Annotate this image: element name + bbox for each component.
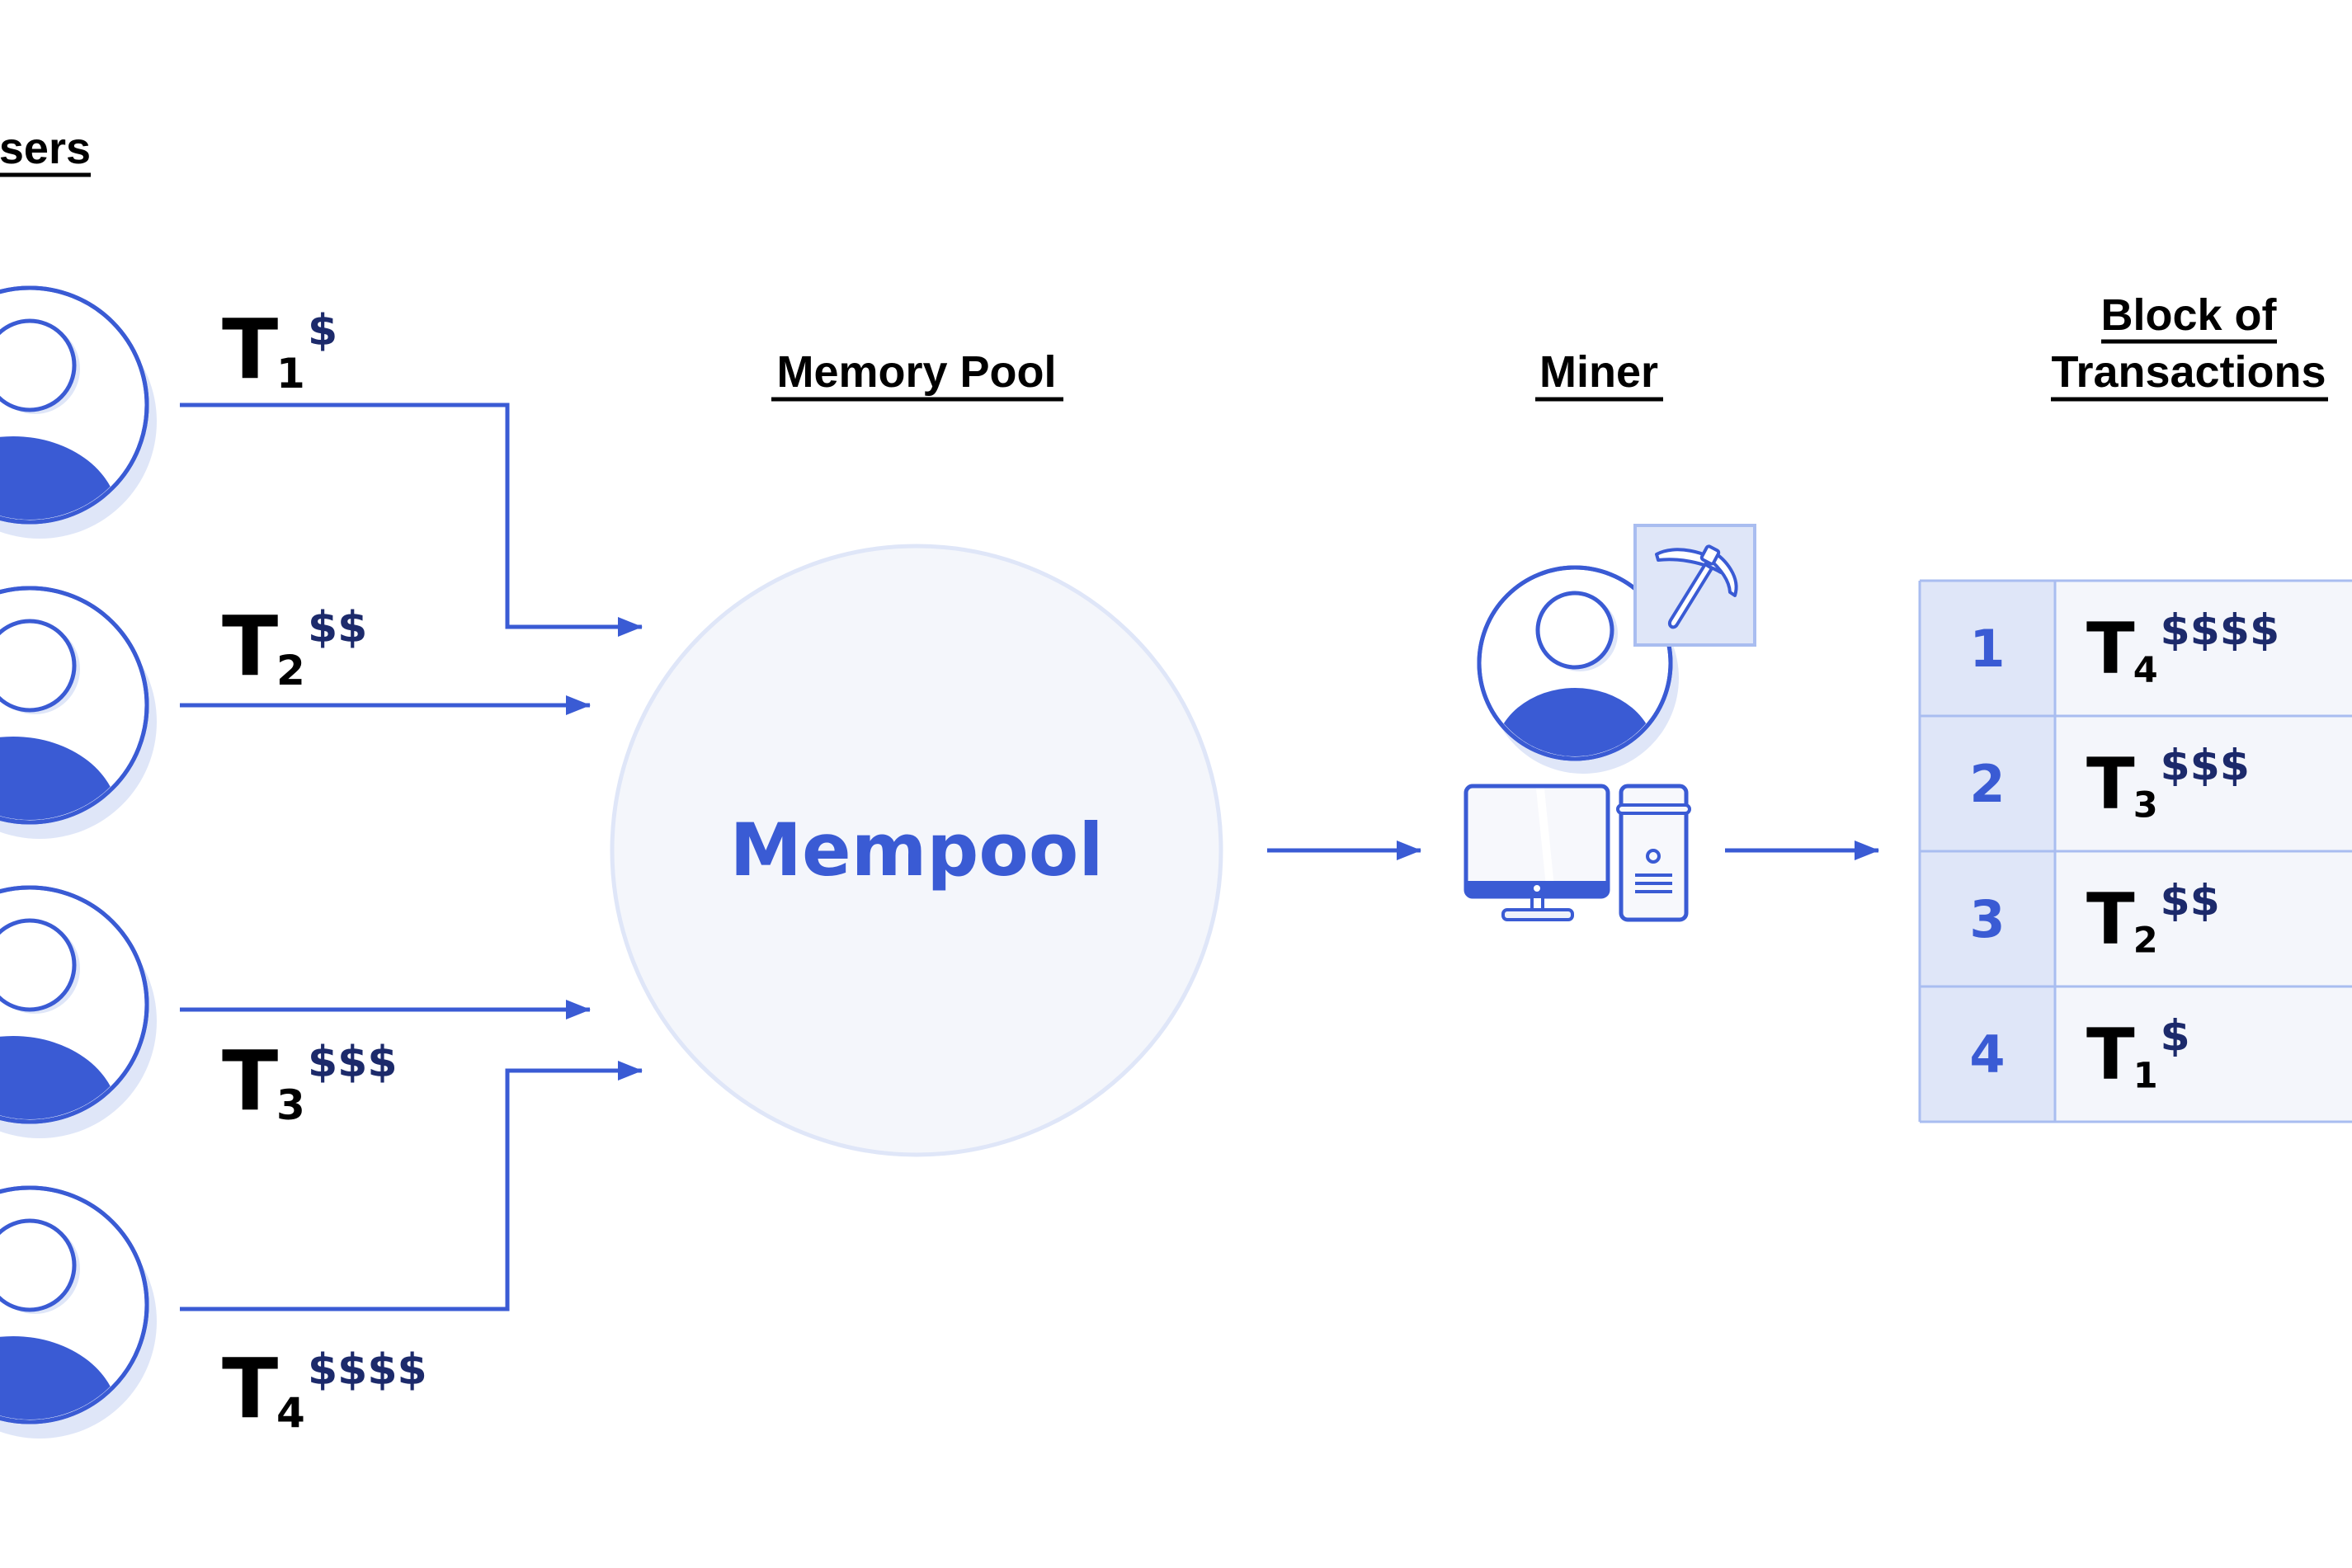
tx-index: 4: [2133, 649, 2158, 690]
users-heading: Users: [0, 124, 91, 177]
tx-fee: $$$: [308, 1038, 398, 1087]
user-to-mempool-connectors: [180, 403, 643, 1311]
miner-heading: Miner: [1535, 347, 1663, 402]
pickaxe-icon: [1633, 524, 1756, 647]
rank-cell: [1920, 581, 2055, 716]
tx-fee: $$$$: [308, 1345, 427, 1395]
tx-letter: T: [222, 1033, 278, 1129]
rank-number: 4: [1969, 1024, 2005, 1085]
block-heading-line2: Transactions: [2051, 347, 2326, 397]
transaction-label: T3$$$: [2086, 742, 2250, 826]
block-heading: Block of Transactions: [2051, 290, 2328, 402]
tx-letter: T: [222, 598, 278, 695]
transaction-label: T2$$: [222, 598, 367, 695]
mempool-node: Mempool: [610, 544, 1223, 1157]
transaction-label: T3$$$: [222, 1033, 398, 1129]
tx-fee: $: [308, 306, 337, 356]
tx-cell: [2055, 581, 2352, 716]
tx-letter: T: [222, 301, 278, 398]
user-icon: [0, 586, 157, 839]
connector-t4: [180, 1061, 643, 1311]
rank-number: 1: [1969, 619, 2005, 679]
users-column: T1$T2$$T3$$$T4$$$$: [0, 285, 427, 1439]
memory-pool-heading-label: Memory Pool: [776, 347, 1056, 397]
rank-number: 2: [1969, 754, 2005, 814]
tx-fee: $$: [308, 603, 367, 652]
transaction-label: T4$$$$: [222, 1340, 427, 1437]
tx-cell: [2055, 851, 2352, 986]
block-table-row: 3 T2$$: [1920, 851, 2352, 986]
user-node: T3$$$: [0, 885, 398, 1138]
transaction-label: T1$: [2086, 1012, 2190, 1097]
tx-letter: T: [2086, 1014, 2135, 1096]
mempool-label: Mempool: [729, 808, 1103, 892]
user-icon: [0, 1185, 157, 1439]
block-table-row: 1 T4$$$$: [1920, 581, 2352, 716]
tx-index: 2: [276, 647, 305, 695]
memory-pool-heading: Memory Pool: [771, 347, 1063, 402]
transaction-label: T4$$$$: [2086, 606, 2279, 691]
user-node: T1$: [0, 285, 337, 539]
block-table-row: 2 T3$$$: [1920, 716, 2352, 851]
user-icon: [0, 885, 157, 1138]
rank-cell: [1920, 716, 2055, 851]
tx-index: 1: [2133, 1055, 2158, 1096]
tx-fee: $$$$: [2160, 606, 2279, 656]
miner-heading-label: Miner: [1539, 347, 1658, 397]
tx-fee: $$$: [2160, 742, 2250, 791]
tx-letter: T: [2086, 608, 2135, 690]
block-heading-line1: Block of: [2100, 290, 2277, 340]
rank-cell: [1920, 986, 2055, 1122]
tx-cell: [2055, 716, 2352, 851]
tx-index: 3: [2133, 784, 2158, 826]
connector-t1: [180, 403, 643, 637]
user-node: T2$$: [0, 586, 367, 839]
tx-index: 1: [276, 350, 305, 398]
computer-tower-icon: [1616, 784, 1691, 922]
transaction-label: T1$: [222, 301, 337, 398]
tx-index: 3: [276, 1081, 305, 1129]
user-node: T4$$$$: [0, 1185, 427, 1439]
tx-letter: T: [2086, 878, 2135, 961]
users-heading-label: Users: [0, 124, 91, 173]
mempool-circle: [610, 544, 1223, 1157]
block-table-grid: [1918, 579, 2352, 1123]
tx-index: 2: [2133, 920, 2158, 961]
tx-letter: T: [222, 1340, 278, 1437]
rank-number: 3: [1969, 889, 2005, 949]
miner-node: [1464, 524, 1756, 922]
tx-index: 4: [276, 1389, 305, 1437]
monitor-icon: [1464, 784, 1610, 921]
tx-fee: $: [2160, 1012, 2189, 1062]
transaction-label: T2$$: [2086, 877, 2220, 962]
tx-cell: [2055, 986, 2352, 1122]
block-table-row: 4 T1$: [1920, 986, 2352, 1122]
miner-avatar-icon: [1477, 565, 1679, 774]
tx-fee: $$: [2160, 877, 2219, 926]
user-icon: [0, 285, 157, 539]
rank-cell: [1920, 851, 2055, 986]
tx-letter: T: [2086, 743, 2135, 826]
